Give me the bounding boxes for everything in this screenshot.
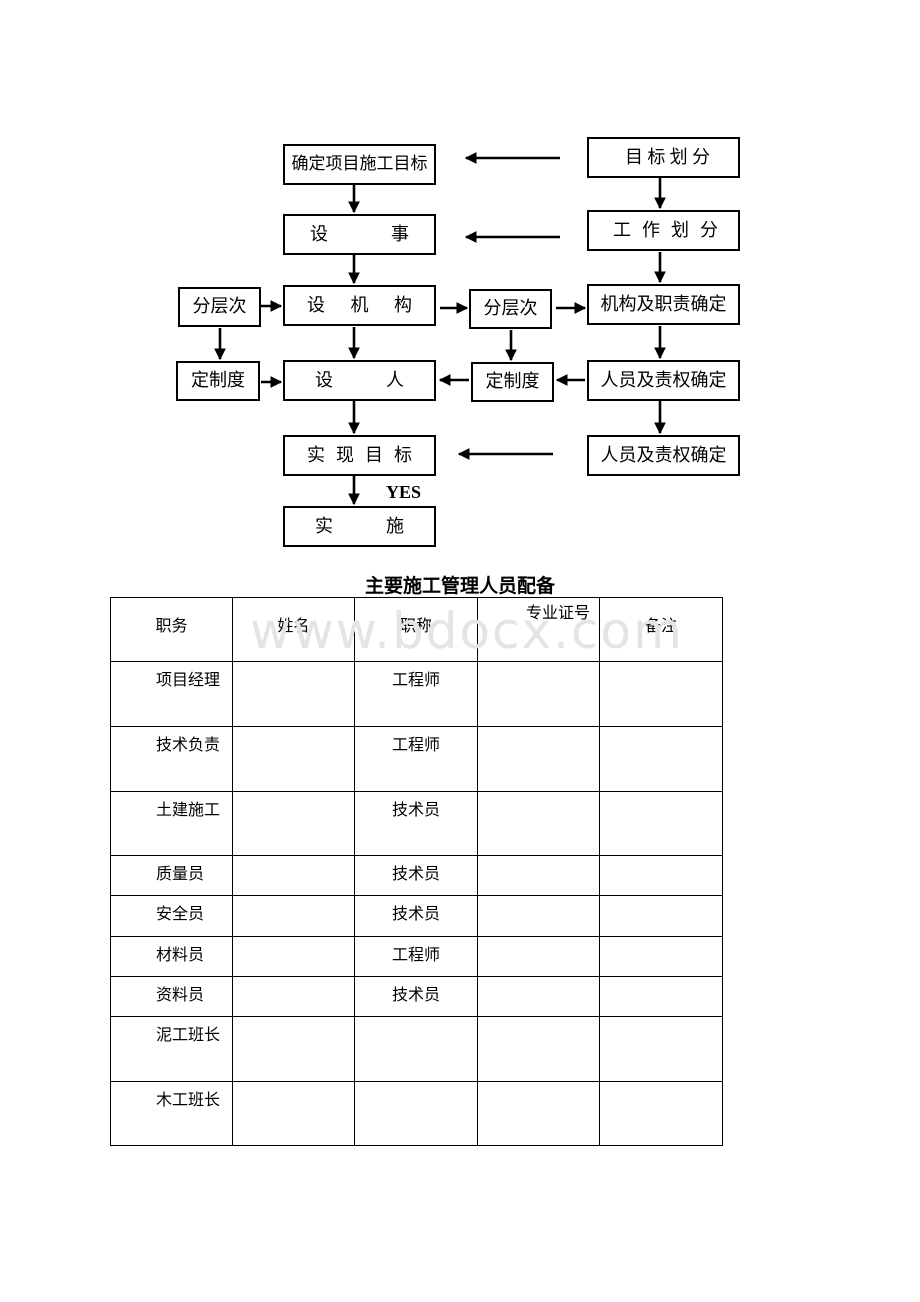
cell-name xyxy=(233,1017,354,1023)
table-row: 木工班长 xyxy=(110,1081,723,1146)
cell-role: 资料员 xyxy=(156,985,205,1004)
node-left-system: 定制度 xyxy=(176,361,260,401)
cell-title xyxy=(355,1017,477,1023)
table-row: 项目经理 工程师 xyxy=(110,661,723,727)
cell-name xyxy=(233,896,354,902)
header-cell-note: 备注 xyxy=(599,597,723,662)
table-row: 土建施工 技术员 xyxy=(110,791,723,856)
staff-table-body: 职务 姓名 职称 专业证号 备注 项目经理 工程师 技术负责 工程师 土建施工 … xyxy=(110,597,723,1146)
cell-note xyxy=(600,1082,722,1088)
cell-role: 土建施工 xyxy=(156,800,221,819)
cell-note xyxy=(600,937,722,943)
flow-arrows xyxy=(214,152,666,506)
cell-note xyxy=(600,727,722,733)
node-work-divide: 工 作 划 分 xyxy=(587,210,740,251)
node-set-org: 设 机 构 xyxy=(283,285,436,326)
node-set-affairs: 设 事 xyxy=(283,214,436,255)
cell-cert xyxy=(478,727,599,733)
cell-name xyxy=(233,792,354,798)
cell-note xyxy=(600,856,722,862)
cell-title: 工程师 xyxy=(391,945,440,964)
table-row: 技术负责 工程师 xyxy=(110,726,723,792)
cell-title: 技术员 xyxy=(391,800,440,819)
cell-cert xyxy=(478,662,599,668)
cell-note xyxy=(600,896,722,902)
yes-label: YES xyxy=(386,482,422,502)
cell-role: 项目经理 xyxy=(156,670,221,689)
cell-role: 质量员 xyxy=(156,864,205,883)
cell-role: 技术负责 xyxy=(156,735,221,754)
cell-role: 木工班长 xyxy=(156,1090,221,1109)
table-row: 安全员 技术员 xyxy=(110,895,723,937)
cell-role: 安全员 xyxy=(156,904,205,923)
node-mid-layering: 分层次 xyxy=(469,289,552,329)
cell-cert xyxy=(478,1017,599,1023)
cell-name xyxy=(233,937,354,943)
header-cell-cert: 专业证号 xyxy=(477,597,600,662)
cell-title: 技术员 xyxy=(391,904,440,923)
header-cell-role: 职务 xyxy=(110,597,233,662)
table-title: 主要施工管理人员配备 xyxy=(364,575,555,597)
cell-note xyxy=(600,662,722,668)
node-confirm-goal: 确定项目施工目标 xyxy=(283,144,436,185)
cell-name xyxy=(233,662,354,668)
node-implement: 实 施 xyxy=(283,506,436,547)
cell-title: 工程师 xyxy=(391,735,440,754)
node-left-layering: 分层次 xyxy=(178,287,261,327)
cell-cert xyxy=(478,977,599,983)
cell-role: 材料员 xyxy=(156,945,205,964)
cell-name xyxy=(233,1082,354,1088)
cell-title xyxy=(355,1082,477,1088)
cell-role: 泥工班长 xyxy=(156,1025,221,1044)
node-person-duty-2: 人员及责权确定 xyxy=(587,435,740,476)
cell-name xyxy=(233,727,354,733)
cell-cert xyxy=(478,792,599,798)
cell-name xyxy=(233,977,354,983)
cell-name xyxy=(233,856,354,862)
node-set-person: 设 人 xyxy=(283,360,436,401)
table-row: 材料员 工程师 xyxy=(110,936,723,977)
table-row: 质量员 技术员 xyxy=(110,855,723,896)
node-mid-system: 定制度 xyxy=(471,362,554,402)
cell-note xyxy=(600,792,722,798)
cell-cert xyxy=(478,937,599,943)
cell-cert xyxy=(478,856,599,862)
node-org-duty: 机构及职责确定 xyxy=(587,284,740,325)
node-achieve-goal: 实 现 目 标 xyxy=(283,435,436,476)
cell-title: 工程师 xyxy=(391,670,440,689)
cell-cert xyxy=(478,1082,599,1088)
node-person-duty-1: 人员及责权确定 xyxy=(587,360,740,401)
staff-table: 职务 姓名 职称 专业证号 备注 项目经理 工程师 技术负责 工程师 土建施工 … xyxy=(110,597,723,1146)
table-row: 资料员 技术员 xyxy=(110,976,723,1017)
cell-title: 技术员 xyxy=(391,864,440,883)
cell-note xyxy=(600,1017,722,1023)
watermark: www.bdocx.com xyxy=(250,602,684,660)
cell-cert xyxy=(478,896,599,902)
cell-title: 技术员 xyxy=(391,985,440,1004)
table-row: 泥工班长 xyxy=(110,1016,723,1082)
node-goal-divide: 目 标 划 分 xyxy=(587,137,740,178)
table-header-row: 职务 姓名 职称 专业证号 备注 xyxy=(110,597,723,662)
cell-note xyxy=(600,977,722,983)
